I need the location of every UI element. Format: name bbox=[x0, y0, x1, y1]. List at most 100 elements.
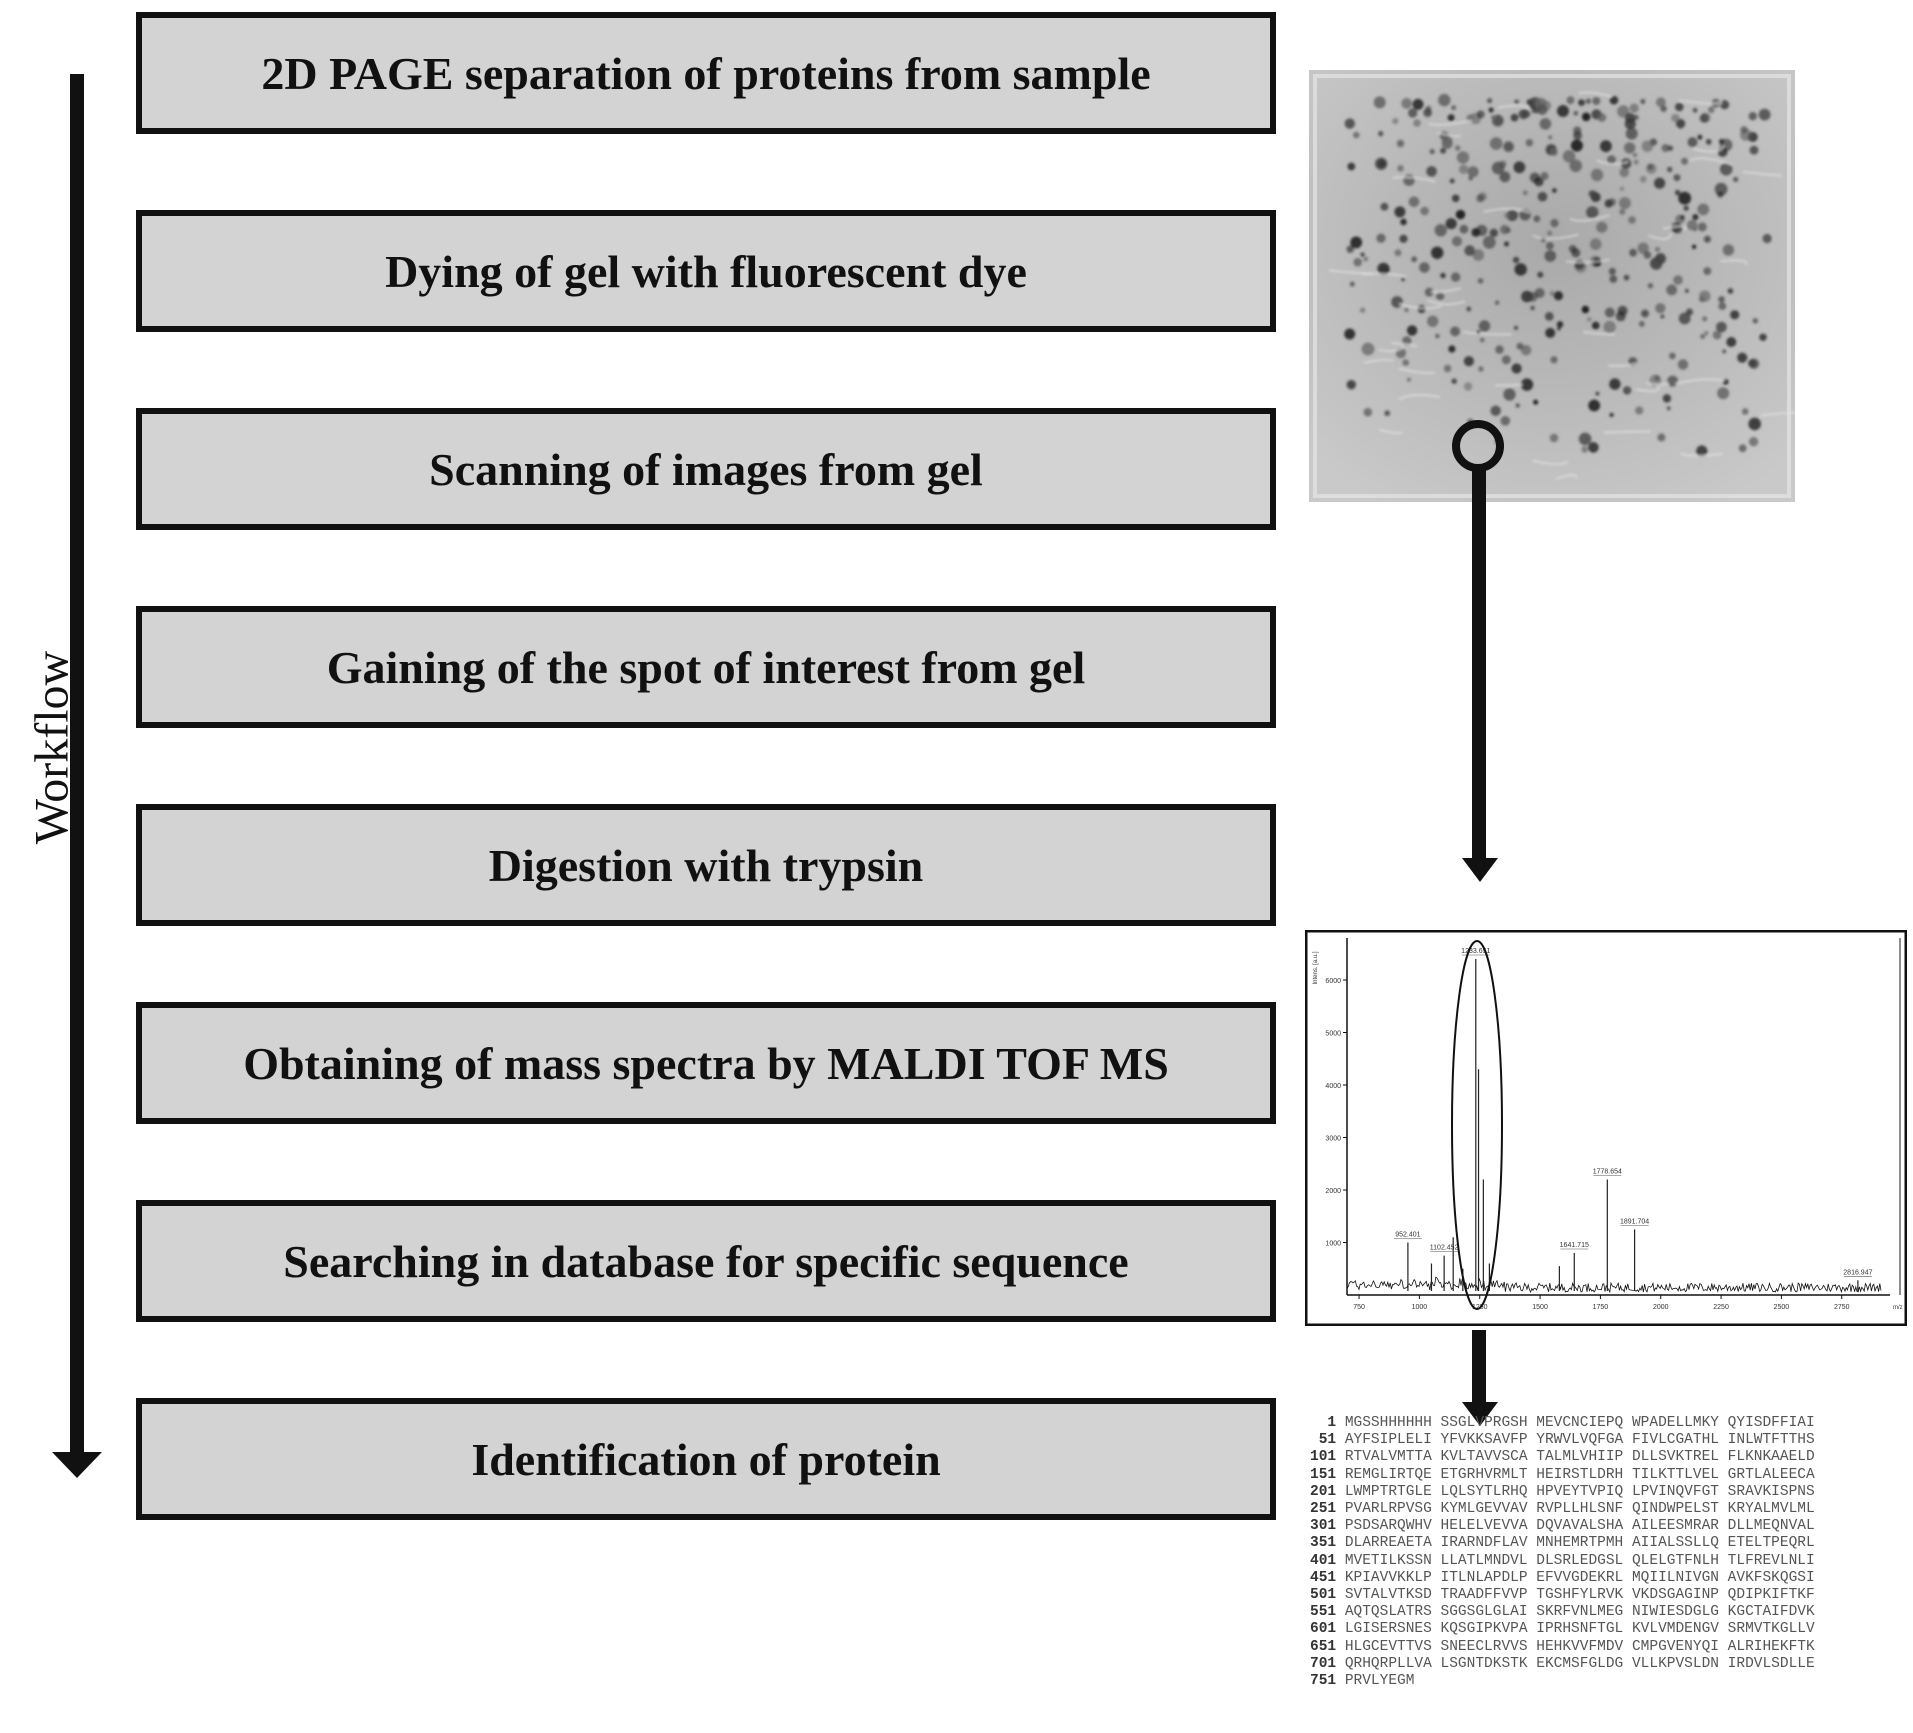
sequence-line-number: 301 bbox=[1310, 1518, 1345, 1535]
gel-spot bbox=[1678, 191, 1692, 205]
gel-spot bbox=[1488, 107, 1494, 113]
gel-spot bbox=[1697, 222, 1707, 232]
gel-streak bbox=[1689, 157, 1733, 166]
gel-spot bbox=[1435, 292, 1445, 301]
gel-spot bbox=[1557, 105, 1569, 117]
sequence-line: 751 PRVLYEGM bbox=[1310, 1673, 1910, 1690]
sequence-line-text: LGISERSNES KQSGIPKVPA IPRHSNFTGL KVLVMDE… bbox=[1344, 1621, 1815, 1638]
gel-spot bbox=[1647, 283, 1654, 289]
gel-spot bbox=[1638, 321, 1645, 327]
gel-spot bbox=[1477, 278, 1484, 284]
gel-spot bbox=[1758, 108, 1771, 121]
gel-spot bbox=[1404, 307, 1409, 313]
gel-spot bbox=[1654, 375, 1660, 381]
gel-streak bbox=[1760, 411, 1795, 417]
gel-streak bbox=[1532, 233, 1579, 240]
sequence-line-text: AYFSIPLELI YFVKKSAVFP YRWVLVQFGA FIVLCGA… bbox=[1344, 1432, 1815, 1449]
gel-spot bbox=[1667, 166, 1673, 173]
gel-spot bbox=[1397, 165, 1404, 172]
gel-spot bbox=[1434, 224, 1447, 237]
spectrum-peak-labels: 952.4011102.4521233.6511641.7151778.6541… bbox=[1393, 948, 1873, 1277]
sequence-line-text: KPIAVVKKLP ITLNLAPDLP EFVVGDEKRL MQIILNI… bbox=[1344, 1569, 1815, 1586]
gel-spot bbox=[1440, 272, 1446, 279]
gel-spot bbox=[1748, 112, 1757, 121]
gel-streak bbox=[1398, 302, 1442, 310]
gel-spot bbox=[1347, 162, 1356, 171]
gel-spot bbox=[1399, 234, 1408, 243]
gel-spot bbox=[1402, 359, 1409, 366]
gel-spot bbox=[1748, 358, 1760, 369]
gel-spot bbox=[1360, 252, 1365, 257]
gel-spot bbox=[1692, 107, 1698, 113]
x-tick-label: 2250 bbox=[1713, 1304, 1729, 1311]
gel-spot bbox=[1553, 291, 1563, 301]
sequence-line-text: PSDSARQWHV HELELVEVVA DQVAVALSHA AILEESM… bbox=[1344, 1518, 1815, 1535]
gel-streak bbox=[1646, 382, 1669, 386]
gel-spot bbox=[1590, 168, 1604, 182]
gel-spot bbox=[1346, 245, 1354, 253]
gel-spot bbox=[1400, 277, 1406, 282]
gel-spot bbox=[1588, 399, 1601, 412]
gel-spot bbox=[1641, 309, 1649, 318]
gel-streak bbox=[1379, 428, 1403, 435]
sequence-line: 351 DLARREAETA IRARNDFLAV MNHEMRTPMH AII… bbox=[1310, 1535, 1910, 1552]
gel-spot bbox=[1451, 236, 1463, 247]
gel-streak bbox=[1582, 330, 1615, 336]
step-label: 2D PAGE separation of proteins from samp… bbox=[261, 47, 1151, 99]
gel-spot bbox=[1702, 316, 1708, 322]
y-tick-label: 1000 bbox=[1325, 1241, 1341, 1248]
gel-spot bbox=[1450, 272, 1461, 282]
gel-spot bbox=[1573, 111, 1579, 116]
gel-spot bbox=[1730, 310, 1740, 320]
gel-spot bbox=[1748, 437, 1759, 447]
gel-streak bbox=[1363, 358, 1394, 364]
gel-spot bbox=[1401, 98, 1413, 109]
gel-spot bbox=[1510, 113, 1519, 122]
gel-spot bbox=[1551, 188, 1557, 193]
sequence-line-number: 551 bbox=[1310, 1604, 1345, 1621]
gel-streak bbox=[1430, 287, 1462, 293]
gel-spot bbox=[1681, 157, 1688, 165]
sequence-line-text: QRHQRPLLVA LSGNTDKSTK EKCMSFGLDG VLLKPVS… bbox=[1344, 1655, 1815, 1672]
gel-spot bbox=[1516, 342, 1524, 350]
gel-spot bbox=[1530, 305, 1535, 311]
gel-spot bbox=[1350, 236, 1363, 249]
gel-spot bbox=[1673, 174, 1681, 182]
gel-spot bbox=[1722, 349, 1727, 354]
sequence-line: 451 KPIAVVKKLP ITLNLAPDLP EFVVGDEKRL MQI… bbox=[1310, 1570, 1910, 1587]
gel-spot bbox=[1622, 386, 1632, 395]
gel-spot bbox=[1604, 307, 1615, 318]
sequence-line-number: 451 bbox=[1310, 1569, 1345, 1586]
gel-spot bbox=[1625, 127, 1638, 140]
gel-spot bbox=[1625, 112, 1636, 124]
sequence-line: 701 QRHQRPLLVA LSGNTDKSTK EKCMSFGLDG VLL… bbox=[1310, 1656, 1910, 1673]
gel-spot bbox=[1573, 131, 1582, 140]
sequence-line-number: 751 bbox=[1310, 1673, 1345, 1690]
gel-spot bbox=[1512, 256, 1520, 264]
gel-spot bbox=[1403, 174, 1415, 186]
gel-spot bbox=[1617, 105, 1630, 118]
gel-spot bbox=[1546, 242, 1554, 250]
step-maldi-tof-ms: Obtaining of mass spectra by MALDI TOF M… bbox=[136, 1002, 1276, 1124]
gel-spot bbox=[1712, 330, 1722, 340]
gel-spot bbox=[1591, 321, 1600, 330]
sequence-line: 251 PVARLRPVSG KYMLGEVVAV RVPLLHLSNF QIN… bbox=[1310, 1501, 1910, 1518]
gel-streak bbox=[1378, 345, 1405, 353]
y-tick-label: 6000 bbox=[1325, 978, 1341, 985]
step-label: Digestion with trypsin bbox=[488, 839, 924, 891]
gel-spot bbox=[1420, 206, 1429, 216]
peak-label: 1778.654 bbox=[1593, 1169, 1622, 1176]
gel-spot bbox=[1537, 191, 1548, 202]
gel-streak bbox=[1495, 383, 1524, 387]
step-label: Searching in database for specific seque… bbox=[283, 1235, 1129, 1287]
gel-spot bbox=[1641, 140, 1654, 152]
x-tick-label: 1000 bbox=[1412, 1304, 1428, 1311]
gel-streak bbox=[1532, 459, 1569, 466]
gel-spot bbox=[1513, 325, 1519, 330]
gel-spot bbox=[1619, 208, 1626, 215]
gel-spot bbox=[1661, 144, 1670, 153]
sequence-line-number: 101 bbox=[1310, 1449, 1345, 1466]
sequence-line-number: 351 bbox=[1310, 1535, 1345, 1552]
gel-spot bbox=[1666, 284, 1678, 296]
gel-spot bbox=[1533, 215, 1541, 223]
